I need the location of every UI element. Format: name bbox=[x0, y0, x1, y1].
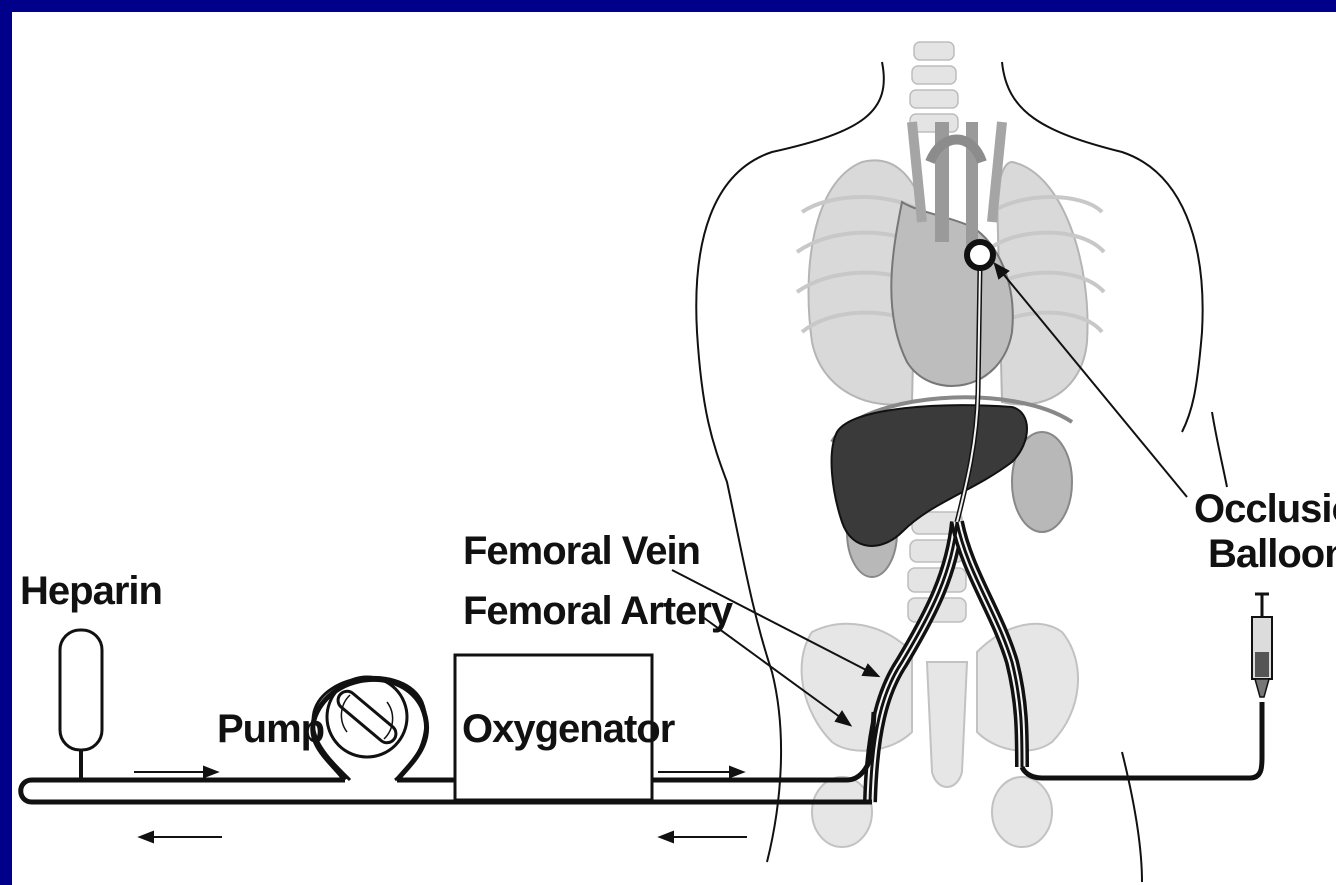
syringe-icon bbox=[1252, 594, 1272, 697]
circuit-diagram: Heparin Pump Oxygenator Femoral Vein Fem… bbox=[12, 12, 1336, 885]
femoral-vein-label: Femoral Vein bbox=[463, 529, 700, 573]
femoral-artery-label: Femoral Artery bbox=[463, 589, 734, 633]
heparin-bag bbox=[60, 630, 102, 780]
flow-arrow-left-icon bbox=[660, 832, 747, 842]
pump-label: Pump bbox=[217, 707, 324, 751]
diagram-canvas: Heparin Pump Oxygenator Femoral Vein Fem… bbox=[12, 12, 1336, 885]
occlusion-balloon-marker bbox=[967, 242, 993, 268]
pump-rotor-icon bbox=[334, 688, 399, 747]
oxygenator-label: Oxygenator bbox=[462, 707, 675, 751]
occlusion-label-line1: Occlusion bbox=[1194, 487, 1336, 531]
flow-arrow-right-icon bbox=[658, 767, 743, 777]
flow-arrow-right-icon bbox=[134, 767, 217, 777]
heparin-label: Heparin bbox=[20, 569, 162, 613]
occlusion-label-line2: Balloon bbox=[1208, 532, 1336, 576]
flow-arrow-left-icon bbox=[140, 832, 222, 842]
